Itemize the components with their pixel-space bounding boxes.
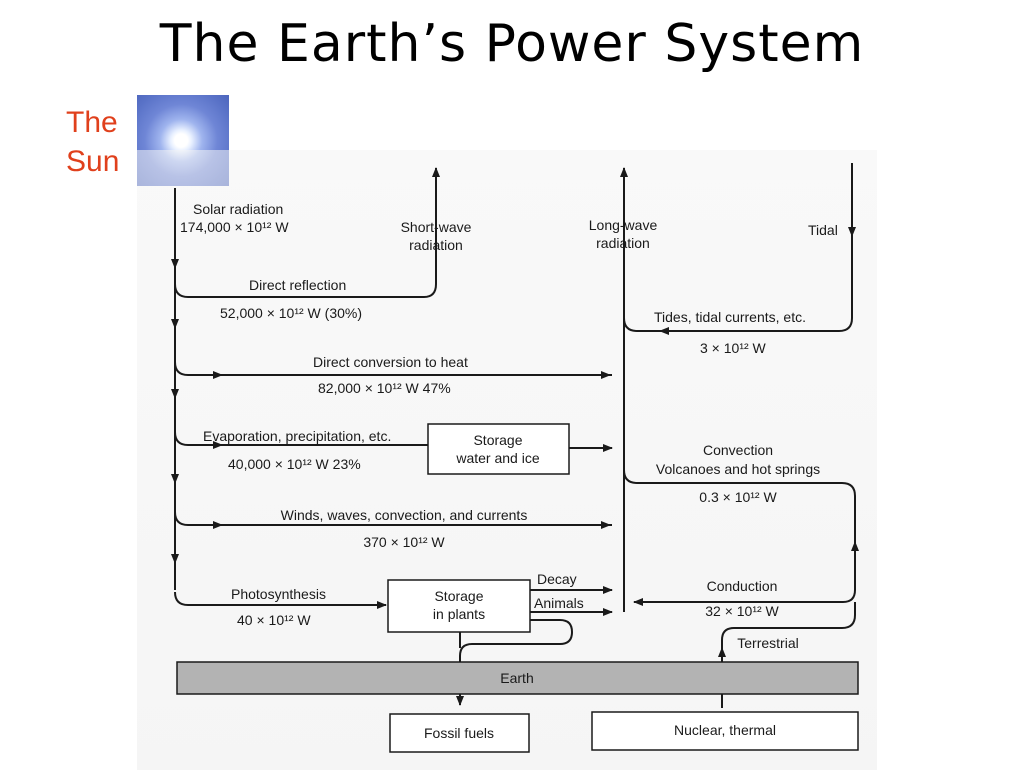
long-wave-label-1: Long-wave — [589, 217, 658, 233]
animals-label: Animals — [534, 595, 584, 611]
nuclear-thermal-label: Nuclear, thermal — [674, 722, 776, 738]
conduction-value: 32 × 10¹² W — [705, 603, 779, 619]
fossil-fuels-box — [389, 713, 530, 753]
short-wave-label-1: Short-wave — [401, 219, 472, 235]
convection-value: 0.3 × 10¹² W — [699, 489, 777, 505]
tidal-label: Tidal — [808, 222, 838, 238]
earth-label: Earth — [500, 670, 533, 686]
storage-plants-label-2: in plants — [433, 606, 485, 622]
sun-label-line2: Sun — [66, 145, 120, 178]
storage-plants-box — [387, 579, 531, 633]
direct-reflection-line — [174, 167, 440, 298]
conduction-line — [633, 589, 856, 606]
direct-reflection-label: Direct reflection — [249, 277, 346, 293]
earth-band — [176, 661, 859, 695]
winds-line — [174, 511, 612, 526]
fossil-fuels-label: Fossil fuels — [424, 725, 494, 741]
sun-label: The Sun — [66, 103, 119, 181]
direct-conversion-value: 82,000 × 10¹² W 47% — [318, 380, 451, 396]
terrestrial-line — [721, 602, 856, 708]
storage-water-box — [427, 423, 570, 475]
direct-conversion-line — [174, 361, 612, 376]
tides-value: 3 × 10¹² W — [700, 340, 767, 356]
volcanoes-label: Volcanoes and hot springs — [656, 461, 820, 477]
plants-to-fossil-line — [456, 619, 574, 706]
short-wave-label-2: radiation — [409, 237, 463, 253]
decay-label: Decay — [537, 571, 577, 587]
evaporation-line — [174, 431, 428, 446]
storage-plants-label-1: Storage — [434, 588, 483, 604]
long-wave-label-2: radiation — [596, 235, 650, 251]
photosynthesis-value: 40 × 10¹² W — [237, 612, 311, 628]
direct-conversion-label: Direct conversion to heat — [313, 354, 468, 370]
conduction-label: Conduction — [707, 578, 778, 594]
direct-reflection-value: 52,000 × 10¹² W (30%) — [220, 305, 362, 321]
sun-label-line1: The — [66, 106, 118, 139]
storage-water-label-1: Storage — [473, 432, 522, 448]
page-title: The Earth’s Power System — [159, 14, 865, 74]
convection-line — [623, 469, 856, 590]
solar-radiation-value: 174,000 × 10¹² W — [180, 219, 289, 235]
solar-radiation-label: Solar radiation — [193, 201, 283, 217]
winds-label: Winds, waves, convection, and currents — [281, 507, 528, 523]
flow-lines — [171, 163, 859, 708]
nuclear-thermal-box — [591, 711, 859, 751]
terrestrial-label: Terrestrial — [737, 635, 798, 651]
tides-label: Tides, tidal currents, etc. — [654, 309, 806, 325]
tides-line — [623, 236, 853, 332]
photosynthesis-line — [174, 591, 387, 609]
winds-value: 370 × 10¹² W — [363, 534, 445, 550]
storage-water-label-2: water and ice — [455, 450, 539, 466]
photosynthesis-label: Photosynthesis — [231, 586, 326, 602]
evaporation-label: Evaporation, precipitation, etc. — [203, 428, 391, 444]
convection-label: Convection — [703, 442, 773, 458]
evaporation-value: 40,000 × 10¹² W 23% — [228, 456, 361, 472]
